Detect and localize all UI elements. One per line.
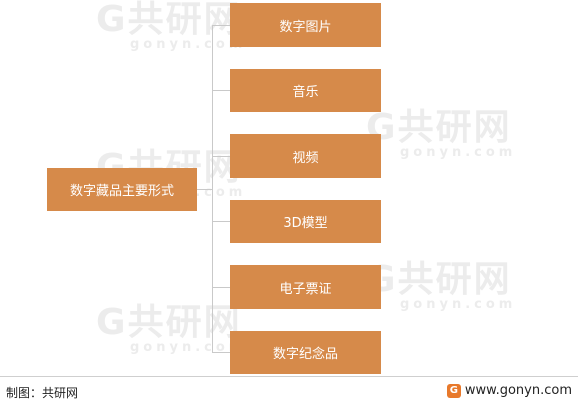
watermark-brand: 共研网 (127, 0, 242, 40)
child-node-label: 音乐 (292, 85, 319, 100)
connector-branch (212, 352, 230, 353)
watermark-domain: gonyn.com (400, 145, 517, 160)
watermark-brand: 共研网 (397, 259, 512, 300)
connector-vertical-trunk (212, 25, 213, 353)
child-node-e-ticket: 电子票证 (230, 265, 381, 309)
connector-root-stub (197, 189, 213, 190)
logo-letter: G (449, 385, 458, 396)
child-node-digital-souvenir: 数字纪念品 (230, 331, 381, 374)
root-node: 数字藏品主要形式 (47, 168, 197, 211)
watermark: G共研网 gonyn.com (96, 2, 246, 52)
watermark-domain: gonyn.com (400, 297, 517, 312)
connector-branch (212, 25, 230, 26)
child-node-label: 3D模型 (283, 216, 328, 231)
connector-branch (212, 156, 230, 157)
child-node-label: 视频 (292, 150, 319, 166)
footer-site: G www.gonyn.com (446, 383, 572, 398)
watermark-domain: gonyn.com (130, 37, 247, 52)
watermark-g-icon: G (96, 0, 128, 40)
child-node-3d-model: 3D模型 (230, 200, 381, 243)
watermark: G共研网 gonyn.com (366, 110, 516, 160)
watermark-g-icon: G (96, 302, 128, 343)
connector-branch (212, 221, 230, 222)
child-node-label: 数字纪念品 (272, 347, 338, 362)
child-node-label: 电子票证 (279, 281, 332, 297)
watermark-brand: 共研网 (127, 302, 242, 343)
child-node-label: 数字图片 (279, 19, 332, 35)
connector-branch (212, 287, 230, 288)
watermark: G共研网 gonyn.com (366, 262, 516, 312)
watermark: G共研网 gonyn.com (96, 305, 246, 355)
child-node-digital-images: 数字图片 (230, 3, 381, 47)
footer-source: 制图：共研网 (6, 386, 79, 400)
child-node-music: 音乐 (230, 69, 381, 112)
footer-site-url: www.gonyn.com (464, 383, 572, 398)
watermark-brand: 共研网 (397, 107, 512, 148)
root-node-label: 数字藏品主要形式 (69, 184, 174, 199)
gonyn-logo-icon: G (446, 383, 461, 398)
footer-divider (0, 376, 578, 377)
child-node-video: 视频 (230, 134, 381, 178)
connector-branch (212, 90, 230, 91)
